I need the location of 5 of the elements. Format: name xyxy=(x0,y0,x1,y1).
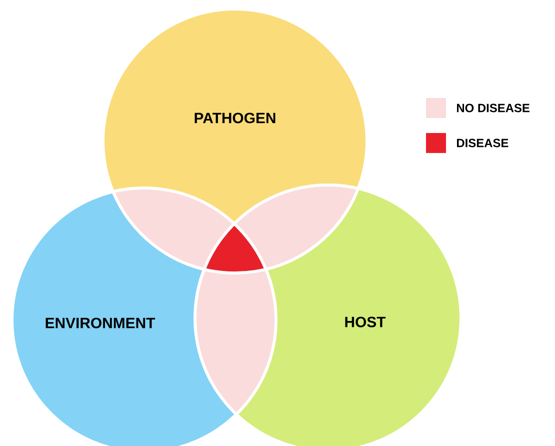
legend-label: DISEASE xyxy=(457,138,508,148)
circle-label: ENVIRONMENT xyxy=(46,318,156,328)
circle-label: HOST xyxy=(345,316,386,328)
circle-label: PATHOGEN xyxy=(194,112,276,124)
legend-label: NO DISEASE xyxy=(457,104,530,112)
